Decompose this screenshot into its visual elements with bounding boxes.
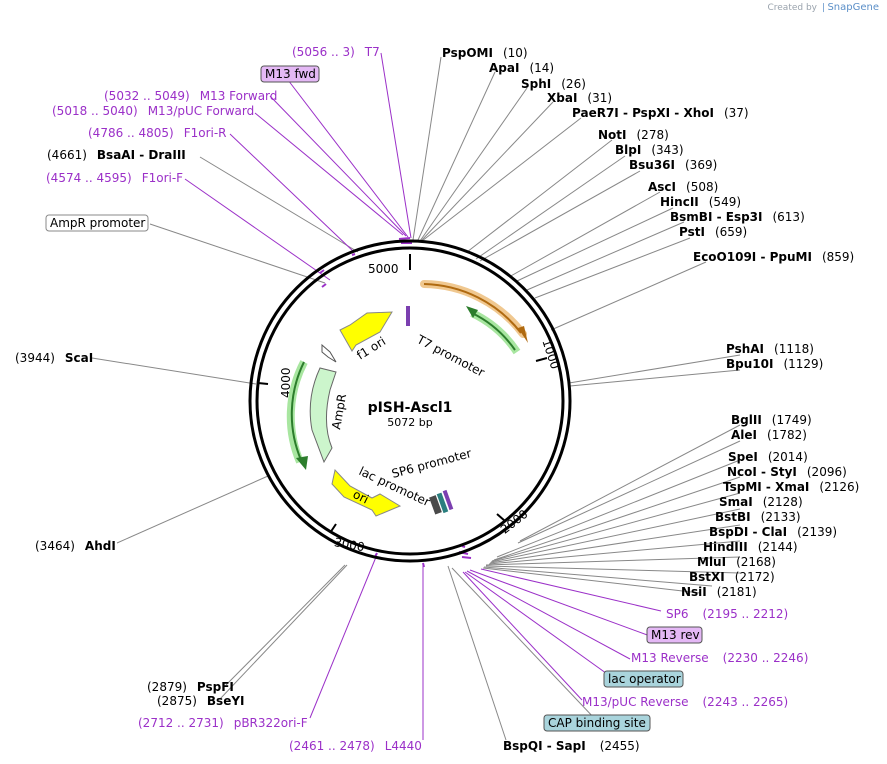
tick-3000: 3000 (333, 535, 366, 554)
ampr-orf-line (290, 361, 305, 461)
primer-leader-lines (184, 52, 662, 740)
primer-label-pbr322ori-f[interactable]: (2712 .. 2731)pBR322ori-F (138, 716, 308, 730)
enzyme-label[interactable]: Bsu36I(369) (629, 158, 717, 172)
ascl1-arrowhead-icon (466, 306, 478, 318)
ampr-arrowhead-icon (296, 456, 308, 470)
primer-label-m13-forward[interactable]: (5032 .. 5049)M13 Forward (104, 89, 277, 103)
enzyme-label[interactable]: BlpI(343) (615, 143, 684, 157)
enzyme-label[interactable]: PstI(659) (679, 225, 747, 239)
ascl1-orf-line (471, 312, 516, 351)
enzyme-label-pspfi[interactable]: (2879)PspFI (147, 680, 234, 694)
primer-label-f1ori-r[interactable]: (4786 .. 4805)F1ori-R (88, 126, 227, 140)
plasmid-size: 5072 bp (387, 416, 432, 429)
enzyme-label[interactable]: PspOMI(10) (442, 46, 528, 60)
enzyme-label[interactable]: XbaI(31) (547, 91, 612, 105)
enzyme-label[interactable]: BstBI(2133) (715, 510, 801, 524)
bottom-labels: BspQI - SapI(2455) (2461 .. 2478)L4440 (… (35, 539, 640, 753)
backbone-inner (255, 246, 565, 556)
leader-lines (91, 56, 741, 741)
primer-label-t7[interactable]: (5056 .. 3)T7 (292, 45, 380, 59)
right-enzyme-labels: PspOMI(10) ApaI(14) SphI(26) XbaI(31) Pa… (442, 46, 859, 599)
enzyme-label[interactable]: SmaI(2128) (719, 495, 803, 509)
ampr-promoter-arrow (321, 343, 337, 363)
enzyme-label[interactable]: BspDI - ClaI(2139) (709, 525, 837, 539)
enzyme-label[interactable]: Bpu10I(1129) (726, 357, 823, 371)
enzyme-label[interactable]: AscI(508) (648, 180, 718, 194)
enzyme-label[interactable]: BstXI(2172) (689, 570, 775, 584)
ampr-label: AmpR (329, 393, 349, 431)
primer-label-m13-puc-reverse[interactable]: M13/pUC Reverse(2243 .. 2265) (582, 695, 788, 709)
right-primer-labels: SP6(2195 .. 2212) M13 rev M13 Reverse(22… (543, 607, 808, 732)
enzyme-label-bsaai[interactable]: (4661)BsaAI - DraIII (47, 148, 186, 162)
cap-binding-site-box (543, 714, 651, 732)
feature-label-lac-operator[interactable]: lac operator (608, 672, 681, 686)
enzyme-label[interactable]: SphI(26) (521, 77, 586, 91)
feature-label-cap-binding-site[interactable]: CAP binding site (548, 716, 646, 730)
primer-label-sp6[interactable]: SP6(2195 .. 2212) (666, 607, 788, 621)
enzyme-label[interactable]: PaeR7I - PspXI - XhoI(37) (572, 106, 749, 120)
primer-label-m13-puc-forward[interactable]: (5018 .. 5040)M13/pUC Forward (52, 104, 254, 118)
ori-arrow (331, 468, 402, 517)
tick-marks (257, 254, 548, 534)
t7-promoter-label: T7 promoter (414, 332, 487, 380)
enzyme-label[interactable]: AleI(1782) (731, 428, 807, 442)
primer-label-f1ori-f[interactable]: (4574 .. 4595)F1ori-F (46, 171, 183, 185)
enzyme-label-bspqi[interactable]: BspQI - SapI(2455) (503, 739, 640, 753)
snapgene-credit: Created by ❘SnapGene (767, 2, 879, 13)
enzyme-label[interactable]: PshAI(1118) (726, 342, 814, 356)
enzyme-label[interactable]: BglII(1749) (731, 413, 812, 427)
credit-brand: SnapGene (827, 2, 879, 13)
enzyme-label[interactable]: HincII(549) (660, 195, 741, 209)
feature-leader-lines (451, 567, 597, 721)
insert-feature-line (423, 283, 522, 334)
promoter-cluster (429, 489, 454, 515)
primer-label-m13-reverse[interactable]: M13 Reverse(2230 .. 2246) (631, 651, 808, 665)
f1-ori-arrow (339, 311, 393, 352)
enzyme-label[interactable]: SpeI(2014) (728, 450, 808, 464)
feature-label-ampr-promoter[interactable]: AmpR promoter (50, 216, 145, 230)
enzyme-label[interactable]: TspMI - XmaI(2126) (723, 480, 859, 494)
tick-4000: 4000 (279, 367, 293, 398)
enzyme-label[interactable]: NcoI - StyI(2096) (727, 465, 847, 479)
m13-rev-box (646, 626, 703, 644)
left-labels: (3944)ScaI AmpR promoter (4574 .. 4595)F… (15, 45, 380, 365)
ampr-promoter-box (45, 214, 149, 232)
lac-operator-box (603, 670, 684, 688)
backbone-outer (248, 239, 572, 563)
enzyme-label[interactable]: EcoO109I - PpuMI(859) (693, 250, 854, 264)
plasmid-name: pISH-Ascl1 (368, 400, 453, 416)
t7-promoter-mark (406, 306, 410, 326)
sp6-promoter-label: SP6 promoter (390, 446, 473, 481)
m13-fwd-box (260, 65, 320, 83)
ori-label: ori (351, 487, 371, 506)
enzyme-label[interactable]: ApaI(14) (489, 61, 554, 75)
enzyme-label[interactable]: NsiI(2181) (681, 585, 757, 599)
ampr-arrow (309, 367, 337, 464)
primer-label-m13-rev[interactable]: M13 rev (651, 628, 700, 642)
enzyme-label-ahdi[interactable]: (3464)AhdI (35, 539, 116, 553)
enzyme-label-bseyi[interactable]: (2875)BseYI (157, 694, 245, 708)
enzyme-label[interactable]: HindIII(2144) (703, 540, 798, 554)
enzyme-label[interactable]: MluI(2168) (697, 555, 776, 569)
enzyme-label[interactable]: NotI(278) (598, 128, 669, 142)
primer-label-m13-fwd[interactable]: M13 fwd (265, 67, 316, 81)
insert-arrowhead-icon (518, 326, 528, 343)
enzyme-label-scai[interactable]: (3944)ScaI (15, 351, 93, 365)
tick-5000: 5000 (368, 262, 399, 276)
credit-prefix: Created by (767, 3, 818, 13)
primer-label-l4440[interactable]: (2461 .. 2478)L4440 (289, 739, 422, 753)
enzyme-label[interactable]: BsmBI - Esp3I(613) (670, 210, 805, 224)
snapgene-logo-icon: ❘ (819, 3, 828, 13)
